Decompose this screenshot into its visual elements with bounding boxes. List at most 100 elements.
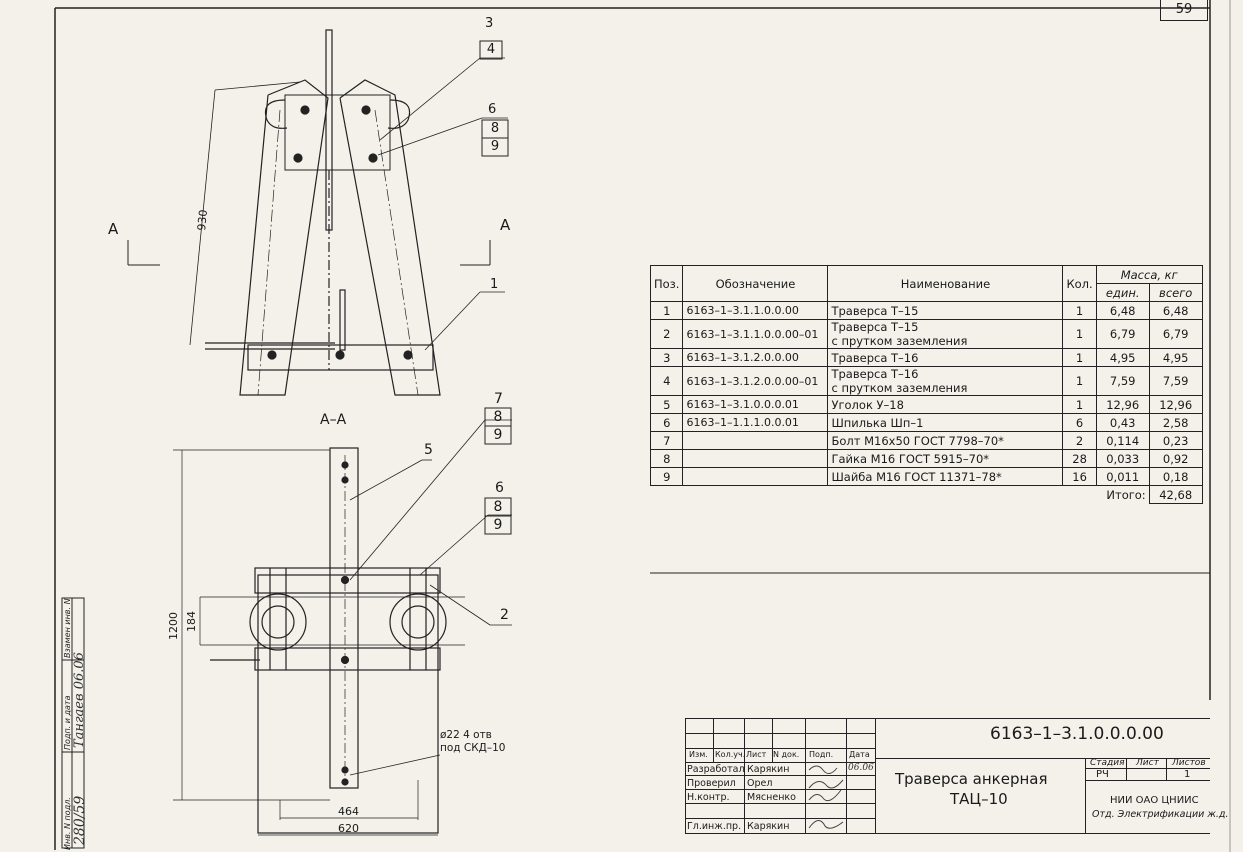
header-mass: Масса, кг: [1095, 265, 1203, 284]
name-checker: Орел: [747, 778, 773, 789]
cell-qty: 2: [1062, 431, 1097, 450]
cell-qty: 16: [1062, 467, 1097, 486]
cell-designation: 6163–1–3.1.0.0.0.01: [682, 395, 829, 414]
inv-label: Инв. N подл.: [63, 797, 72, 850]
cell-unit: 0,033: [1095, 449, 1150, 468]
cell-qty: 6: [1062, 413, 1097, 432]
sheet-label: Лист: [1136, 758, 1159, 768]
cell-unit: 7,59: [1095, 366, 1150, 396]
cell-pos: 5: [649, 395, 684, 414]
section-title: А–А: [320, 412, 347, 428]
callout-2: 2: [500, 607, 509, 623]
col-ndok: N док.: [773, 750, 800, 759]
cell-qty: 28: [1062, 449, 1097, 468]
cell-name: Гайка М16 ГОСТ 5915–70*: [827, 449, 1064, 468]
callout-6-bottom: 6: [495, 480, 504, 496]
cell-designation: 6163–1–3.1.1.0.0.00: [682, 301, 829, 320]
cell-name: Траверса Т–15: [827, 301, 1064, 320]
hole-note-line1: ø22 4 отв: [440, 729, 492, 741]
cell-qty: 1: [1062, 395, 1097, 414]
cell-unit: 0,43: [1095, 413, 1150, 432]
total-value: 42,68: [1148, 485, 1203, 504]
header-name: Наименование: [827, 265, 1064, 302]
cell-name: Шайба М16 ГОСТ 11371–78*: [827, 467, 1064, 486]
cell-designation: 6163–1–1.1.1.0.0.01: [682, 413, 829, 432]
cell-pos: 1: [649, 301, 684, 320]
doc-code: 6163–1–3.1.0.0.0.00: [990, 724, 1164, 744]
cell-name-line1: Траверса Т–16: [831, 367, 919, 381]
header-pos: Поз.: [649, 265, 684, 302]
role-norm-control: Н.контр.: [687, 792, 730, 803]
cell-name: Траверса Т–16: [827, 348, 1064, 367]
callout-1: 1: [490, 277, 499, 292]
replace-label: Взамен инв. N: [63, 598, 72, 658]
cell-pos: 2: [649, 319, 684, 349]
cell-name: Шпилька Шп–1: [827, 413, 1064, 432]
cell-qty: 1: [1062, 319, 1097, 349]
col-izm: Изм.: [689, 750, 708, 759]
cell-name-line1: Гайка М16 ГОСТ 5915–70*: [831, 451, 990, 466]
section-mark-left: A: [108, 220, 119, 238]
org-line1: НИИ ОАО ЦНИИС: [1110, 795, 1199, 806]
role-chief-engineer: Гл.инж.пр.: [687, 821, 742, 832]
cell-name: Болт М16х50 ГОСТ 7798–70*: [827, 431, 1064, 450]
callout-5: 5: [424, 442, 433, 458]
cell-pos: 8: [649, 449, 684, 468]
dim-930: 930: [195, 209, 211, 232]
cell-name-line2: с прутком заземления: [831, 334, 968, 348]
callout-9-bottom-box: 9: [493, 517, 503, 533]
stage-value: РЧ: [1096, 769, 1109, 780]
cell-qty: 1: [1062, 348, 1097, 367]
cell-total: 12,96: [1148, 395, 1203, 414]
name-developer: Карякин: [747, 764, 790, 775]
cell-total: 2,58: [1148, 413, 1203, 432]
sign-label: Подп. и дата: [63, 695, 72, 751]
signatures-graphic: [808, 765, 844, 829]
cell-name: Уголок У–18: [827, 395, 1064, 414]
cell-total: 0,92: [1148, 449, 1203, 468]
dim-184: 184: [185, 611, 198, 632]
col-list: Лист: [746, 750, 767, 759]
cell-unit: 0,114: [1095, 431, 1150, 450]
cell-total: 7,59: [1148, 366, 1203, 396]
callout-4-box: 4: [486, 42, 496, 57]
cell-name-line1: Траверса Т–15: [831, 303, 919, 318]
cell-unit: 6,48: [1095, 301, 1150, 320]
role-checker: Проверил: [687, 778, 736, 789]
header-qty: Кол.: [1062, 265, 1097, 302]
cell-unit: 0,011: [1095, 467, 1150, 486]
cell-designation: 6163–1–3.1.2.0.0.00: [682, 348, 829, 367]
cell-designation: [682, 467, 829, 486]
cell-designation: 6163–1–3.1.2.0.0.00–01: [682, 366, 829, 396]
cell-designation: [682, 449, 829, 468]
cell-qty: 1: [1062, 301, 1097, 320]
cell-total: 0,23: [1148, 431, 1203, 450]
stage-label: Стадия: [1090, 758, 1125, 768]
cell-total: 6,48: [1148, 301, 1203, 320]
callout-8-mid-box: 8: [493, 409, 503, 425]
cell-designation: [682, 431, 829, 450]
cell-name-line1: Шпилька Шп–1: [831, 415, 924, 430]
org-line2: Отд. Электрификации ж.д.: [1092, 809, 1229, 820]
cell-pos: 3: [649, 348, 684, 367]
hole-note-line2: под СКД–10: [440, 742, 506, 754]
cell-name-line1: Уголок У–18: [831, 397, 904, 412]
section-mark-right: A: [500, 216, 511, 234]
total-label: Итого:: [650, 485, 1150, 504]
callout-3: 3: [485, 16, 494, 31]
cell-unit: 12,96: [1095, 395, 1150, 414]
header-mass-total: всего: [1148, 283, 1203, 302]
sheets-label: Листов: [1172, 758, 1206, 768]
cell-pos: 4: [649, 366, 684, 396]
